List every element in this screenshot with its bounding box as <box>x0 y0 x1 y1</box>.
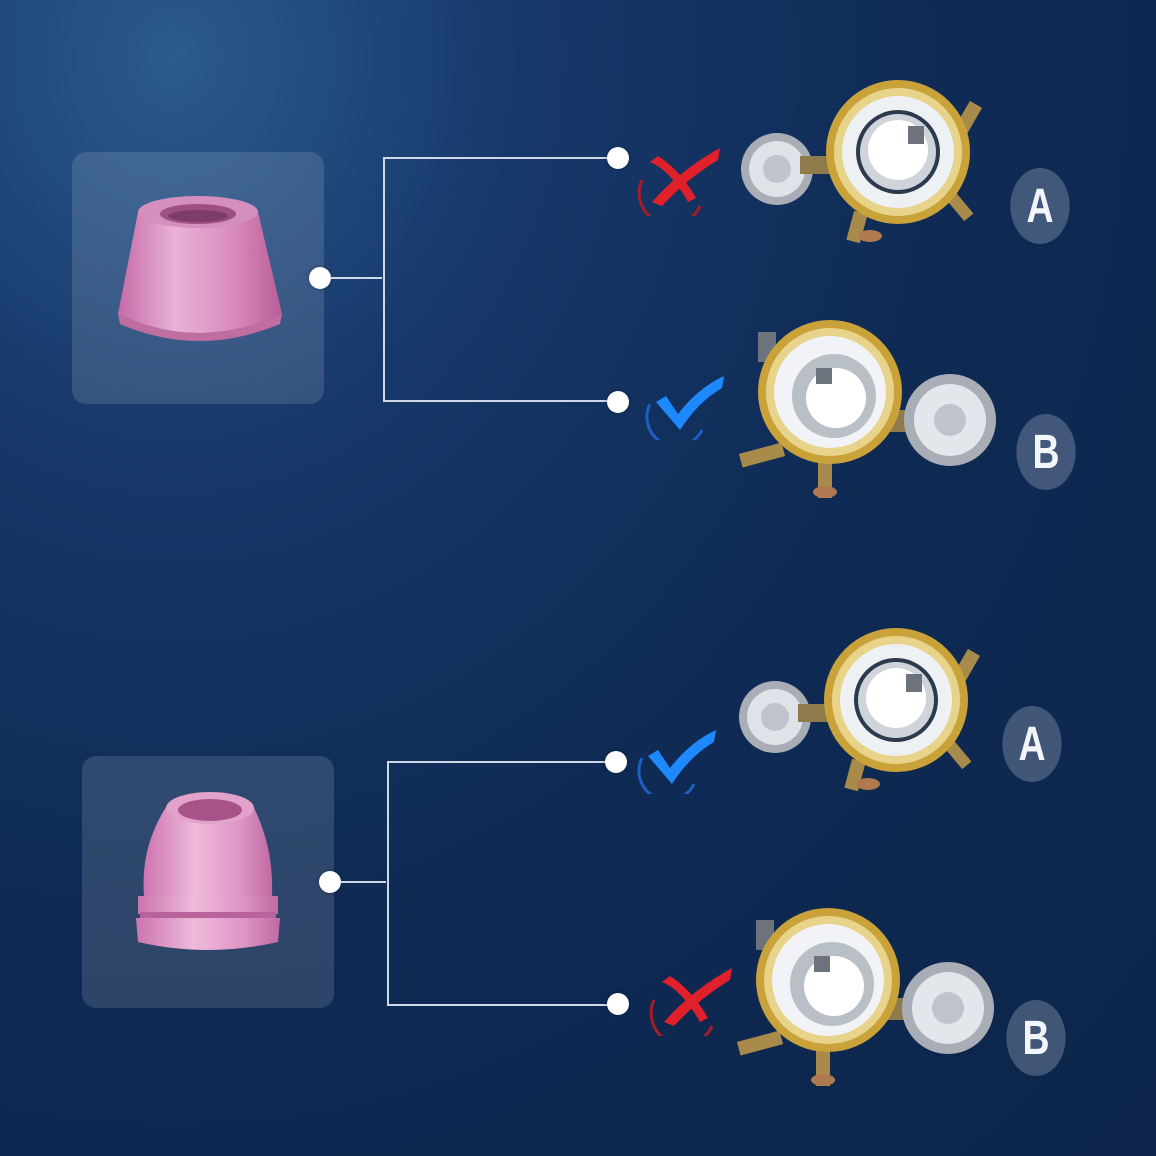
connector-line <box>387 1004 617 1006</box>
connector-line <box>383 157 619 159</box>
check-icon <box>632 722 722 794</box>
connector-line <box>387 761 617 763</box>
option-2a-connector-dot <box>605 751 627 773</box>
connector-line <box>387 761 389 1006</box>
option-label-badge: B <box>1016 414 1076 490</box>
torch-guide-roller-a <box>730 72 1000 252</box>
nozzle-panel-2 <box>82 756 334 1008</box>
option-1b-connector-dot <box>607 391 629 413</box>
torch-guide-roller-b <box>728 900 998 1090</box>
connector-line <box>383 400 619 402</box>
cross-icon <box>630 140 726 216</box>
option-2b-connector-dot <box>607 993 629 1015</box>
connector-line <box>340 881 386 883</box>
option-1a-connector-dot <box>607 147 629 169</box>
option-label-badge: A <box>1002 706 1062 782</box>
cross-icon <box>642 960 738 1036</box>
torch-guide-roller-b <box>730 312 1000 502</box>
grooved-shield-cup-image <box>136 792 280 950</box>
nozzle-2-connector-dot <box>319 871 341 893</box>
torch-guide-roller-a <box>728 620 998 800</box>
nozzle-1-connector-dot <box>309 267 331 289</box>
nozzle-panel-1 <box>72 152 324 404</box>
tapered-shield-cup-image <box>118 196 282 341</box>
option-label-badge: A <box>1010 168 1070 244</box>
connector-line <box>383 157 385 402</box>
connector-line <box>330 277 382 279</box>
check-icon <box>640 368 730 440</box>
option-label-badge: B <box>1006 1000 1066 1076</box>
